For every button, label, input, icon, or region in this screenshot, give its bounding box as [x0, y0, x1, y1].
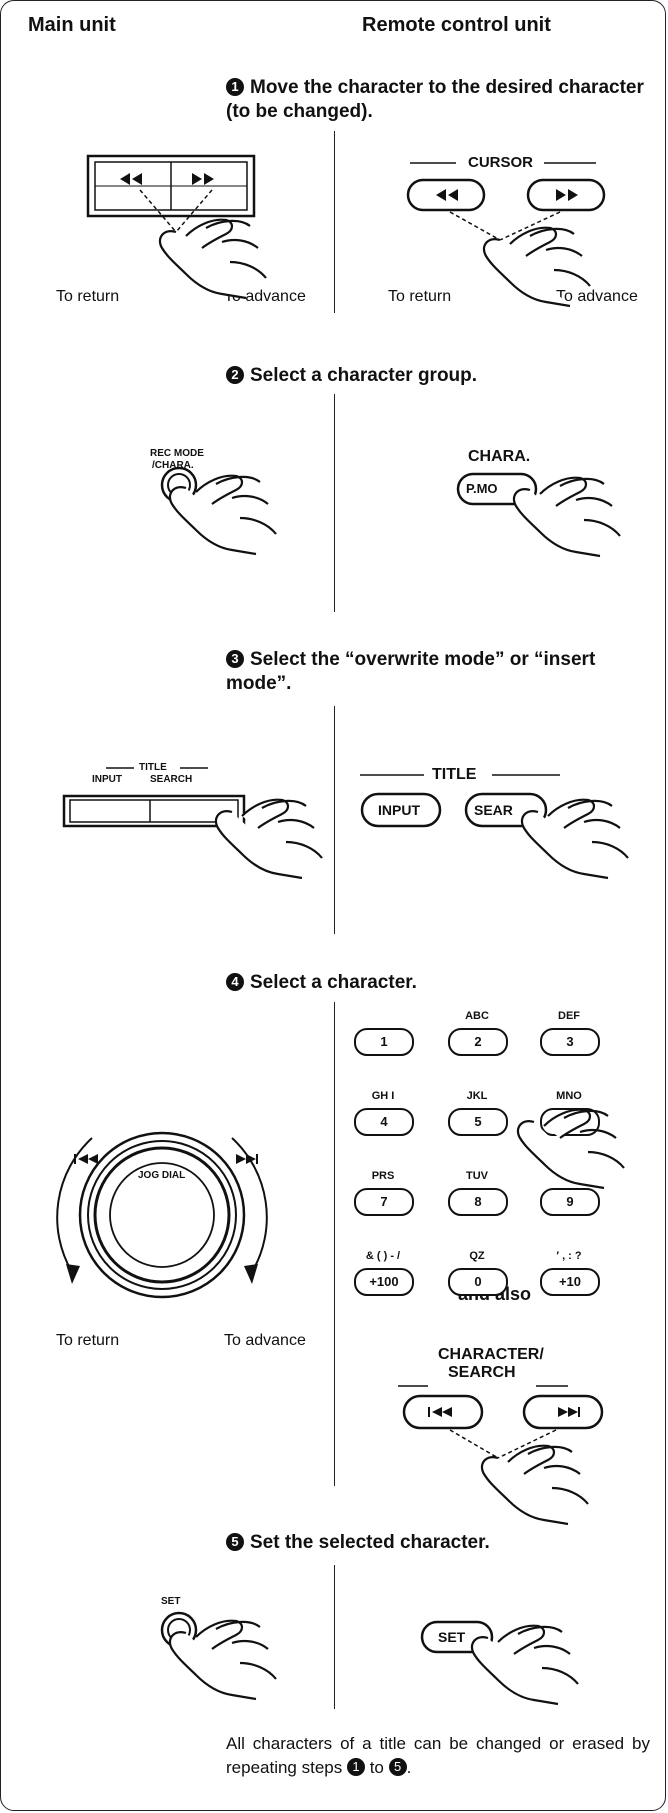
key-+10[interactable]: +10: [540, 1268, 600, 1296]
jog-dial-label: JOG DIAL: [138, 1170, 186, 1181]
key-letters: PRS: [371, 1170, 395, 1182]
caption-advance-main-1: To advance: [224, 288, 306, 305]
step-1-number: 1: [226, 78, 244, 96]
character-search-label-1: CHARACTER/: [438, 1346, 544, 1363]
remote-input-button: INPUT: [378, 802, 420, 818]
key-letters: QZ: [469, 1250, 485, 1262]
divider-3: [334, 706, 335, 934]
jog-dial-icon: [56, 1131, 268, 1299]
footer-text: All characters of a title can be changed…: [226, 1734, 650, 1777]
rec-mode-chara-button-icon: [160, 466, 278, 556]
character-search-buttons-icon: [398, 1385, 604, 1526]
main-set-label: SET: [161, 1596, 181, 1607]
key-letters: ′ , : ?: [556, 1250, 582, 1262]
caption-advance-jog: To advance: [224, 1332, 306, 1349]
remote-search-button: SEAR: [474, 802, 513, 818]
footer-note: All characters of a title can be changed…: [226, 1732, 650, 1780]
step-2: 2 Select a character group.: [226, 364, 656, 388]
divider-2: [334, 394, 335, 612]
footer-end: .: [406, 1758, 412, 1777]
pmode-label: P.MO: [466, 481, 498, 496]
remote-set-label: SET: [438, 1629, 466, 1645]
key-3[interactable]: 3: [540, 1028, 600, 1056]
divider-4: [334, 1002, 335, 1486]
key-5[interactable]: 5: [448, 1108, 508, 1136]
key-letters: TUV: [466, 1170, 488, 1182]
main-set-button-icon: [160, 1611, 278, 1701]
main-input-label: INPUT: [92, 774, 122, 785]
step-2-number: 2: [226, 366, 244, 384]
step-4-text: Select a character.: [250, 972, 417, 993]
key-letters: & ( ) - /: [365, 1250, 401, 1262]
key-1[interactable]: 1: [354, 1028, 414, 1056]
step-4-number: 4: [226, 973, 244, 991]
caption-return-main-1: To return: [56, 288, 120, 305]
footer-step-1: 1: [346, 1758, 365, 1776]
remote-title-buttons-icon: [360, 774, 630, 880]
main-title-buttons-icon: [62, 767, 324, 880]
remote-cursor-buttons-icon: [406, 162, 606, 308]
character-search-label-2: SEARCH: [448, 1364, 516, 1381]
key-letters: GH I: [371, 1090, 395, 1102]
main-search-label: SEARCH: [150, 774, 193, 785]
remote-title-label: TITLE: [432, 766, 477, 783]
step-5-number: 5: [226, 1533, 244, 1551]
key-letters: DEF: [558, 1010, 580, 1022]
key-2[interactable]: 2: [448, 1028, 508, 1056]
divider-5: [334, 1565, 335, 1709]
cursor-label: CURSOR: [468, 154, 534, 171]
step-5: 5 Set the selected character.: [226, 1531, 656, 1555]
caption-return-remote-1: To return: [388, 288, 452, 305]
keypad-hand-icon: [516, 1108, 626, 1190]
key-7[interactable]: 7: [354, 1188, 414, 1216]
remote-chara-label: CHARA.: [468, 448, 531, 465]
main-skip-buttons-icon: [86, 154, 268, 300]
step-1-text: Move the character to the desired charac…: [226, 77, 644, 122]
remote-set-button-icon: [420, 1620, 580, 1706]
footer-to: to: [364, 1758, 389, 1777]
header-main-unit: Main unit: [28, 14, 116, 36]
step-4: 4 Select a character.: [226, 971, 656, 995]
step-5-text: Set the selected character.: [250, 1532, 490, 1553]
caption-advance-remote-1: To advance: [556, 288, 638, 305]
chara-slash-label: /CHARA.: [152, 460, 194, 471]
step-2-text: Select a character group.: [250, 365, 478, 386]
key-8[interactable]: 8: [448, 1188, 508, 1216]
remote-pmode-chara-button-icon: [456, 472, 622, 558]
key-letters: ABC: [465, 1010, 489, 1022]
key-9[interactable]: 9: [540, 1188, 600, 1216]
header-remote-unit: Remote control unit: [362, 14, 551, 36]
footer-step-5: 5: [388, 1758, 407, 1776]
rec-mode-label: REC MODE: [150, 448, 204, 459]
key-+100[interactable]: +100: [354, 1268, 414, 1296]
key-letters: JKL: [466, 1090, 488, 1102]
divider-1: [334, 131, 335, 313]
caption-return-jog: To return: [56, 1332, 120, 1349]
main-title-label: TITLE: [139, 762, 167, 773]
key-0[interactable]: 0: [448, 1268, 508, 1296]
key-letters: MNO: [556, 1090, 582, 1102]
step-3-text: Select the “overwrite mode” or “insert m…: [226, 649, 596, 694]
step-3-number: 3: [226, 650, 244, 668]
key-4[interactable]: 4: [354, 1108, 414, 1136]
